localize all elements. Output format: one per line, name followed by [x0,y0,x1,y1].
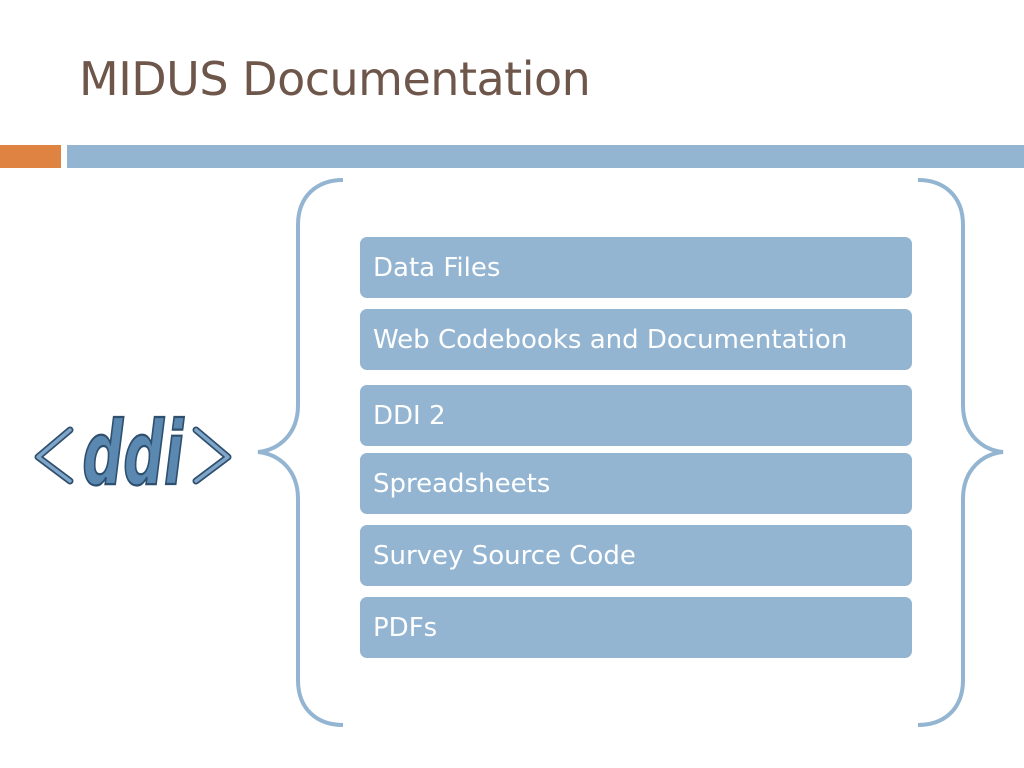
list-item-label: Survey Source Code [373,540,636,571]
list-item-ddi-2: DDI 2 [360,385,912,446]
ddi-logo: ddi [34,403,232,498]
list-item-label: DDI 2 [373,400,446,431]
list-item-survey-source-code: Survey Source Code [360,525,912,586]
list-item-web-codebooks: Web Codebooks and Documentation [360,309,912,370]
list-item-label: Web Codebooks and Documentation [373,324,848,355]
title-accent-bar-blue [67,145,1024,168]
ddi-logo-text: ddi [82,404,184,498]
list-item-label: Data Files [373,252,501,283]
list-item-data-files: Data Files [360,237,912,298]
list-item-label: Spreadsheets [373,468,551,499]
list-item-spreadsheets: Spreadsheets [360,453,912,514]
list-item-pdfs: PDFs [360,597,912,658]
right-brace [917,178,1004,727]
title-accent-bar-orange [0,145,61,168]
list-item-label: PDFs [373,612,438,643]
left-brace [257,178,344,727]
slide-title: MIDUS Documentation [79,52,591,106]
